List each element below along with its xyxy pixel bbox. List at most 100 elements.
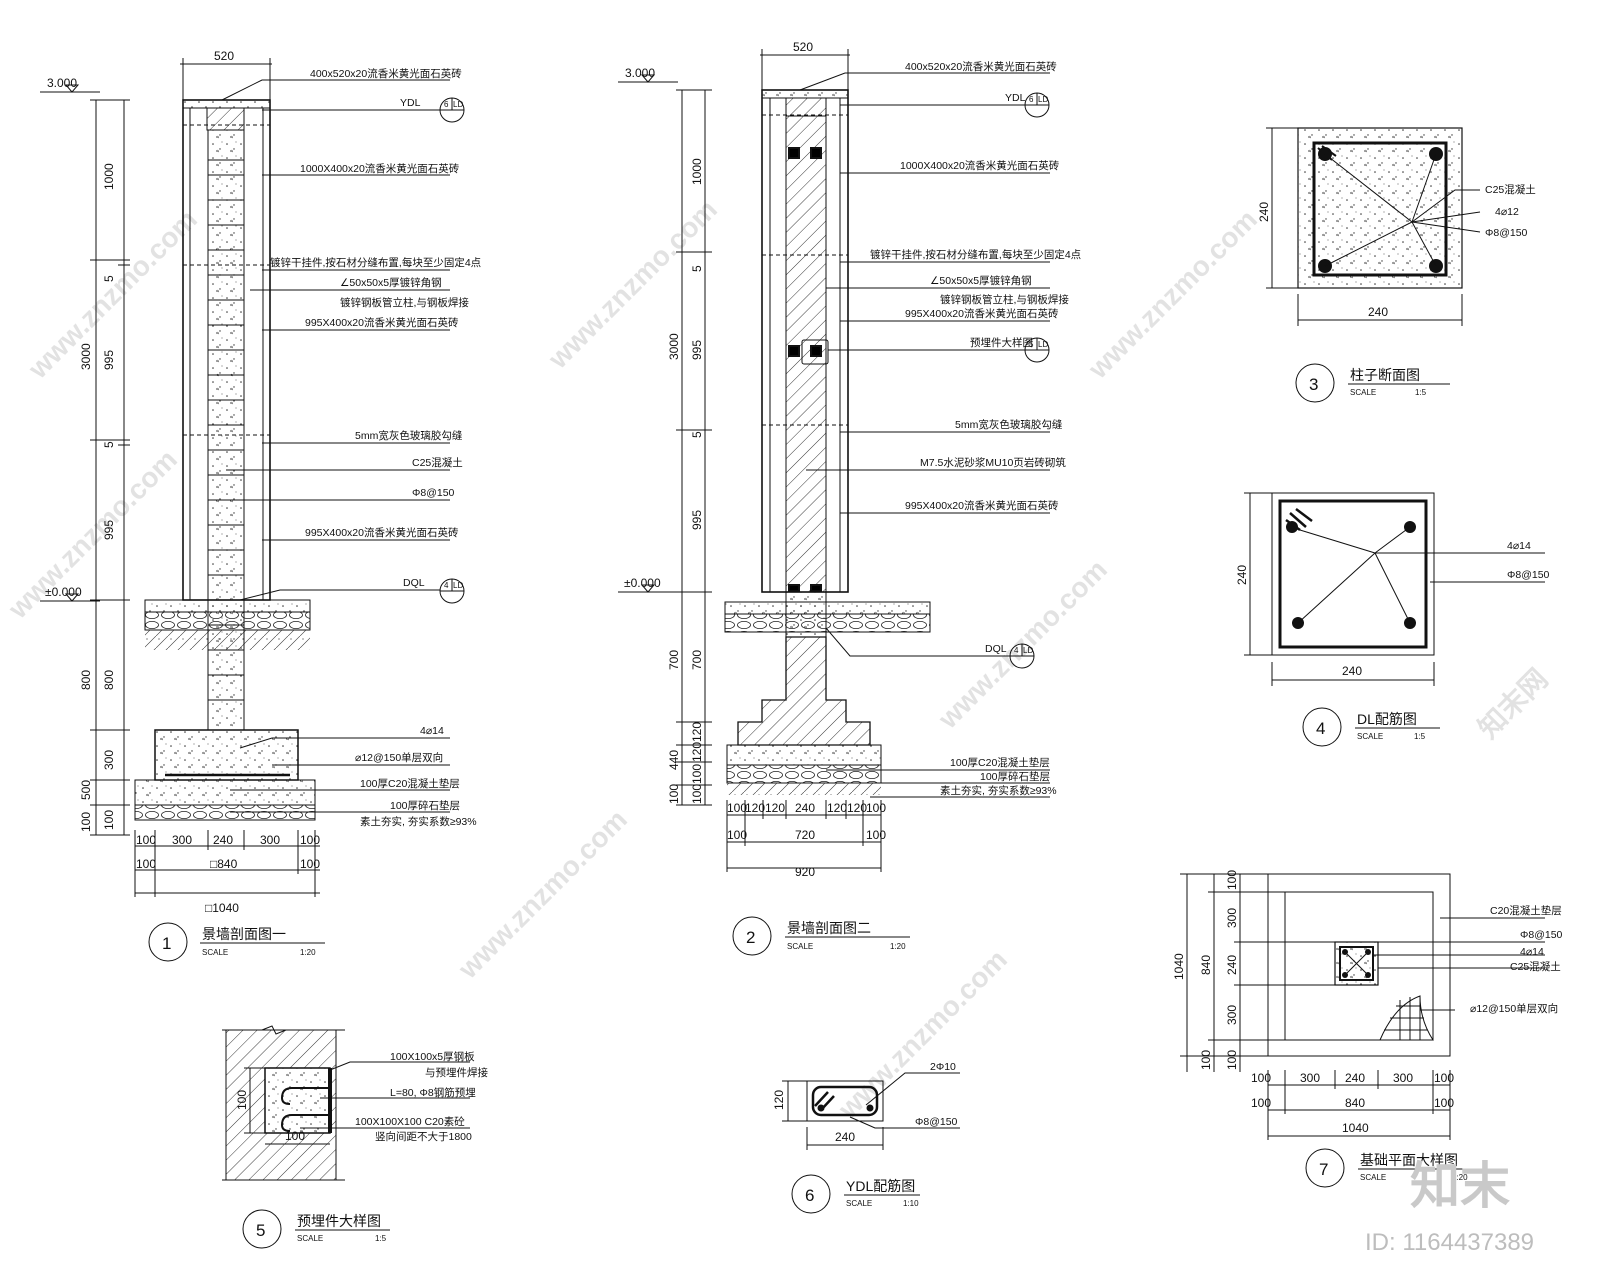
dim-text: 100: [727, 828, 747, 842]
dim-text: 120: [690, 722, 704, 742]
dim-text: 520: [793, 40, 813, 54]
detail-5-embed-detail: 100 100 100X100x5厚钢板 与预埋件焊接 L=80, Φ8钢筋预埋…: [222, 1025, 488, 1249]
callout-number: 4: [444, 581, 449, 590]
annotation-label: 4⌀14: [420, 725, 444, 737]
annotation-label: 100厚碎石垫层: [980, 770, 1050, 783]
dim-text: 1040: [1342, 1121, 1369, 1135]
detail-number-circle: [1295, 363, 1335, 403]
dim-text: 300: [172, 833, 192, 847]
dim-text: 995: [690, 340, 704, 360]
annotation-label: 100X100x5厚钢板: [390, 1050, 475, 1063]
dim-text: 120: [772, 1090, 786, 1110]
scale-label: SCALE: [202, 948, 228, 957]
dim-text: 240: [1345, 1071, 1365, 1085]
dim-text: 300: [102, 750, 116, 770]
dim-text: 500: [79, 780, 93, 800]
watermark-text: www.znzmo.com: [832, 944, 1013, 1125]
dim-text: 240: [1225, 955, 1239, 975]
annotation-label: 400x520x20流香米黄光面石英砖: [310, 67, 462, 80]
detail-title: 景墙剖面图二: [787, 920, 871, 936]
dim-text: 3000: [667, 333, 681, 360]
dim-text: 920: [795, 865, 815, 879]
scale-value: 1:20: [300, 948, 316, 957]
dim-text: 100: [300, 857, 320, 871]
annotation-label: 4⌀14: [1520, 946, 1544, 958]
watermark-text: www.znzmo.com: [1082, 204, 1263, 385]
dim-text: 100: [727, 801, 747, 815]
annotation-label: ∠50x50x5厚镀锌角钢: [930, 274, 1032, 287]
detail-number-circle: [791, 1174, 831, 1214]
detail-number-circle: [148, 922, 188, 962]
dim-text: 100: [79, 812, 93, 832]
detail-number-circle: [732, 916, 772, 956]
annotation-label: 镀锌钢板管立柱,与钢板焊接: [940, 293, 1069, 306]
annotation-label: Φ8@150: [1485, 227, 1528, 239]
dim-text: 240: [213, 833, 233, 847]
annotation-label: Φ8@150: [412, 487, 455, 499]
annotation-label: 4⌀12: [1495, 206, 1519, 218]
detail-title: YDL配筋图: [846, 1178, 915, 1194]
annotation-label: Φ8@150: [915, 1116, 958, 1128]
annotation-label: YDL: [400, 97, 421, 109]
annotation-label: 1000X400x20流香米黄光面石英砖: [900, 159, 1060, 172]
dim-text: 300: [1300, 1071, 1320, 1085]
callout-bubble: 6 LD: [439, 97, 465, 123]
watermark-text: www.znzmo.com: [452, 804, 633, 985]
dim-text: 5: [690, 431, 704, 438]
callout-ref: LD: [1038, 340, 1048, 349]
annotation-label: DQL: [403, 577, 425, 589]
dim-text: 5: [690, 265, 704, 272]
dim-text: 1000: [690, 158, 704, 185]
detail-number: 4: [1316, 719, 1325, 738]
dim-text: 995: [690, 510, 704, 530]
scale-value: 1:10: [903, 1199, 919, 1208]
scale-value: 1:20: [1452, 1173, 1468, 1182]
dim-text: 120: [847, 801, 867, 815]
dim-text: 240: [1368, 305, 1388, 319]
dim-text: 100: [136, 857, 156, 871]
watermark-text: www.znzmo.com: [2, 444, 183, 625]
annotation-label: 1000X400x20流香米黄光面石英砖: [300, 162, 460, 175]
detail-number: 5: [256, 1221, 265, 1240]
detail-number-circle: [1302, 707, 1342, 747]
callout-bubble: 5 LD: [1024, 337, 1050, 363]
scale-label: SCALE: [297, 1234, 323, 1243]
brand-watermark: 知末: [1410, 1158, 1510, 1214]
callout-bubble: 4 LD: [439, 578, 465, 604]
detail-number: 6: [805, 1186, 814, 1205]
annotation-label: C25混凝土: [1485, 183, 1536, 196]
callout-number: 4: [1014, 646, 1019, 655]
dim-text: 520: [214, 49, 234, 63]
dim-text: 800: [102, 670, 116, 690]
annotation-label: 400x520x20流香米黄光面石英砖: [905, 60, 1057, 73]
dim-text: 100: [690, 784, 704, 804]
dim-text: 1040: [1172, 953, 1186, 980]
dim-text: 120: [827, 801, 847, 815]
dim-text: 240: [835, 1130, 855, 1144]
dim-text: 5: [102, 441, 116, 448]
dim-text: 100: [1434, 1071, 1454, 1085]
detail-number-circle: [242, 1209, 282, 1249]
annotation-label: ⌀12@150单层双向: [1470, 1002, 1558, 1015]
scale-label: SCALE: [1357, 732, 1383, 741]
callout-bubble: 4 LD: [1009, 643, 1035, 669]
scale-label: SCALE: [1350, 388, 1376, 397]
detail-7-foundation-plan: C20混凝土垫层 Φ8@150 4⌀14 C25混凝土 ⌀12@150单层双向 …: [1172, 870, 1563, 1188]
callout-ref: LD: [453, 100, 463, 109]
annotation-label: 镀锌干挂件,按石材分缝布置,每块至少固定4点: [870, 248, 1081, 261]
annotation-label: M7.5水泥砂浆MU10页岩砖砌筑: [920, 456, 1066, 469]
scale-label: SCALE: [846, 1199, 872, 1208]
annotation-label: 竖向间距不大于1800: [375, 1130, 472, 1143]
dim-text: 240: [1257, 202, 1271, 222]
dim-text: 240: [1342, 664, 1362, 678]
annotation-label: 预埋件大样图: [970, 336, 1033, 349]
annotation-label: 995X400x20流香米黄光面石英砖: [905, 499, 1059, 512]
annotation-label: 5mm宽灰色玻璃胶勾缝: [355, 429, 463, 442]
detail-number: 7: [1319, 1160, 1328, 1179]
dim-text: 100: [136, 833, 156, 847]
dim-text: 700: [667, 650, 681, 670]
annotation-label: 4⌀14: [1507, 540, 1531, 552]
dim-text: 120: [765, 801, 785, 815]
dim-text: 100: [285, 1129, 305, 1143]
